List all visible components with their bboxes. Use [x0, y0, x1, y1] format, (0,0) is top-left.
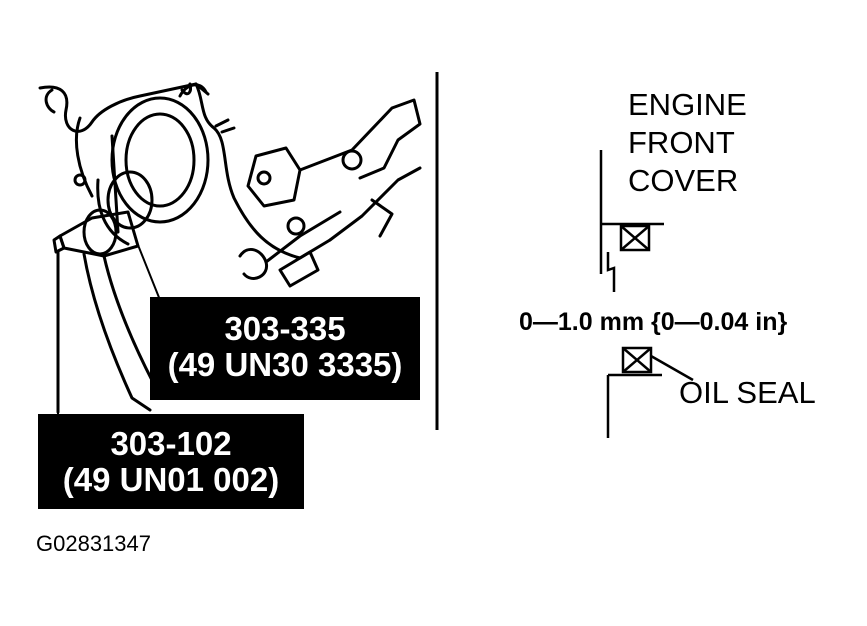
engine-label-line: COVER: [628, 163, 739, 198]
tool-number: 303-335: [224, 310, 346, 347]
engine-label-line: FRONT: [628, 125, 735, 160]
oil-seal-label: OIL SEAL: [679, 375, 816, 410]
clearance-spec: 0—1.0 mm {0—0.04 in}: [519, 308, 788, 336]
tool-part-number: (49 UN01 002): [62, 460, 280, 498]
seal-diagram: [599, 150, 694, 438]
engine-illustration: [38, 82, 422, 415]
tool-label-303-102: 303-102 (49 UN01 002): [38, 414, 304, 509]
figure-id: G02831347: [36, 531, 151, 556]
engine-label-line: ENGINE: [628, 87, 747, 122]
tool-part-number: (49 UN30 3335): [167, 345, 403, 383]
tool-label-303-335: 303-335 (49 UN30 3335): [150, 297, 420, 400]
tool-number: 303-102: [110, 425, 232, 462]
engine-front-cover-label: ENGINE FRONT COVER: [628, 86, 747, 200]
